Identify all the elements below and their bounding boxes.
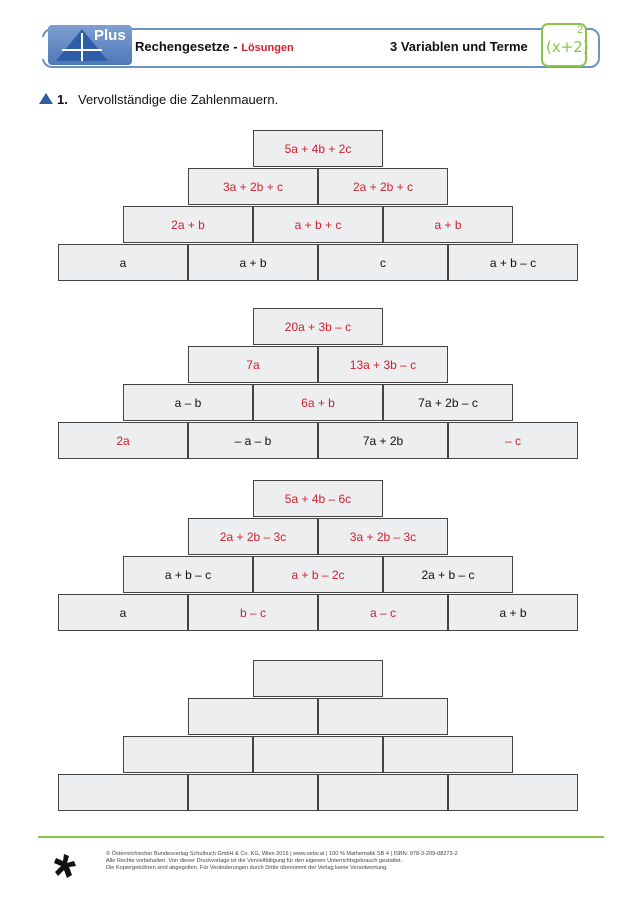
wall-brick	[253, 736, 383, 773]
task-instruction: Vervollständige die Zahlenmauern.	[78, 92, 279, 107]
wall-brick: 7a + 2b	[318, 422, 448, 459]
copyright-line-1: © Österreichischer Bundesverlag Schulbuc…	[106, 851, 458, 857]
footer-divider	[38, 836, 604, 838]
wall-brick: a	[58, 594, 188, 631]
publisher-logo-icon	[54, 854, 76, 878]
copyright-notice: © Österreichischer Bundesverlag Schulbuc…	[106, 851, 606, 872]
wall-brick: c	[318, 244, 448, 281]
math-logo-exponent: 2	[577, 24, 584, 36]
wall-brick: a + b	[188, 244, 318, 281]
math-logo-text: (x+2)	[546, 38, 589, 56]
wall-brick: a – c	[318, 594, 448, 631]
wall-brick: 3a + 2b + c	[188, 168, 318, 205]
copyright-line-2: Alle Rechte vorbehalten. Von dieser Druc…	[106, 858, 403, 864]
wall-brick: 2a + b – c	[383, 556, 513, 593]
math-logo: (x+2) 2	[541, 23, 589, 67]
wall-brick	[58, 774, 188, 811]
wall-brick	[318, 774, 448, 811]
plus-logo-label: Plus	[94, 27, 126, 44]
wall-brick: 2a + b	[123, 206, 253, 243]
wall-brick: 20a + 3b – c	[253, 308, 383, 345]
wall-brick: 7a	[188, 346, 318, 383]
wall-brick: b – c	[188, 594, 318, 631]
wall-brick: a + b – c	[123, 556, 253, 593]
solutions-label: Lösungen	[241, 42, 294, 54]
wall-brick: 5a + 4b – 6c	[253, 480, 383, 517]
wall-brick	[318, 698, 448, 735]
chapter-title: 3 Variablen und Terme	[390, 39, 528, 54]
copyright-line-3: Die Kopiergebühren sind abgegolten. Für …	[106, 865, 388, 871]
wall-brick: 2a + 2b – 3c	[188, 518, 318, 555]
wall-brick: a + b	[383, 206, 513, 243]
task-triangle-icon	[39, 93, 53, 104]
header-frame-gap	[40, 37, 46, 59]
wall-brick	[188, 774, 318, 811]
wall-brick: 7a + 2b – c	[383, 384, 513, 421]
task-number: 1.	[57, 92, 68, 107]
wall-brick	[383, 736, 513, 773]
wall-brick: 3a + 2b – 3c	[318, 518, 448, 555]
page-title: Rechengesetze - Lösungen	[135, 39, 294, 54]
wall-brick: a + b – c	[448, 244, 578, 281]
wall-brick: a + b	[448, 594, 578, 631]
wall-brick: 6a + b	[253, 384, 383, 421]
wall-brick: 2a + 2b + c	[318, 168, 448, 205]
wall-brick: – c	[448, 422, 578, 459]
wall-brick: 2a	[58, 422, 188, 459]
wall-brick	[448, 774, 578, 811]
wall-brick: a – b	[123, 384, 253, 421]
wall-brick: 13a + 3b – c	[318, 346, 448, 383]
wall-brick	[188, 698, 318, 735]
title-text: Rechengesetze	[135, 39, 230, 54]
plus-logo: Plus	[48, 25, 132, 65]
title-separator: -	[229, 39, 242, 54]
wall-brick: a + b – 2c	[253, 556, 383, 593]
wall-brick: a + b + c	[253, 206, 383, 243]
wall-brick	[253, 660, 383, 697]
wall-brick: 5a + 4b + 2c	[253, 130, 383, 167]
wall-brick: – a – b	[188, 422, 318, 459]
wall-brick: a	[58, 244, 188, 281]
wall-brick	[123, 736, 253, 773]
